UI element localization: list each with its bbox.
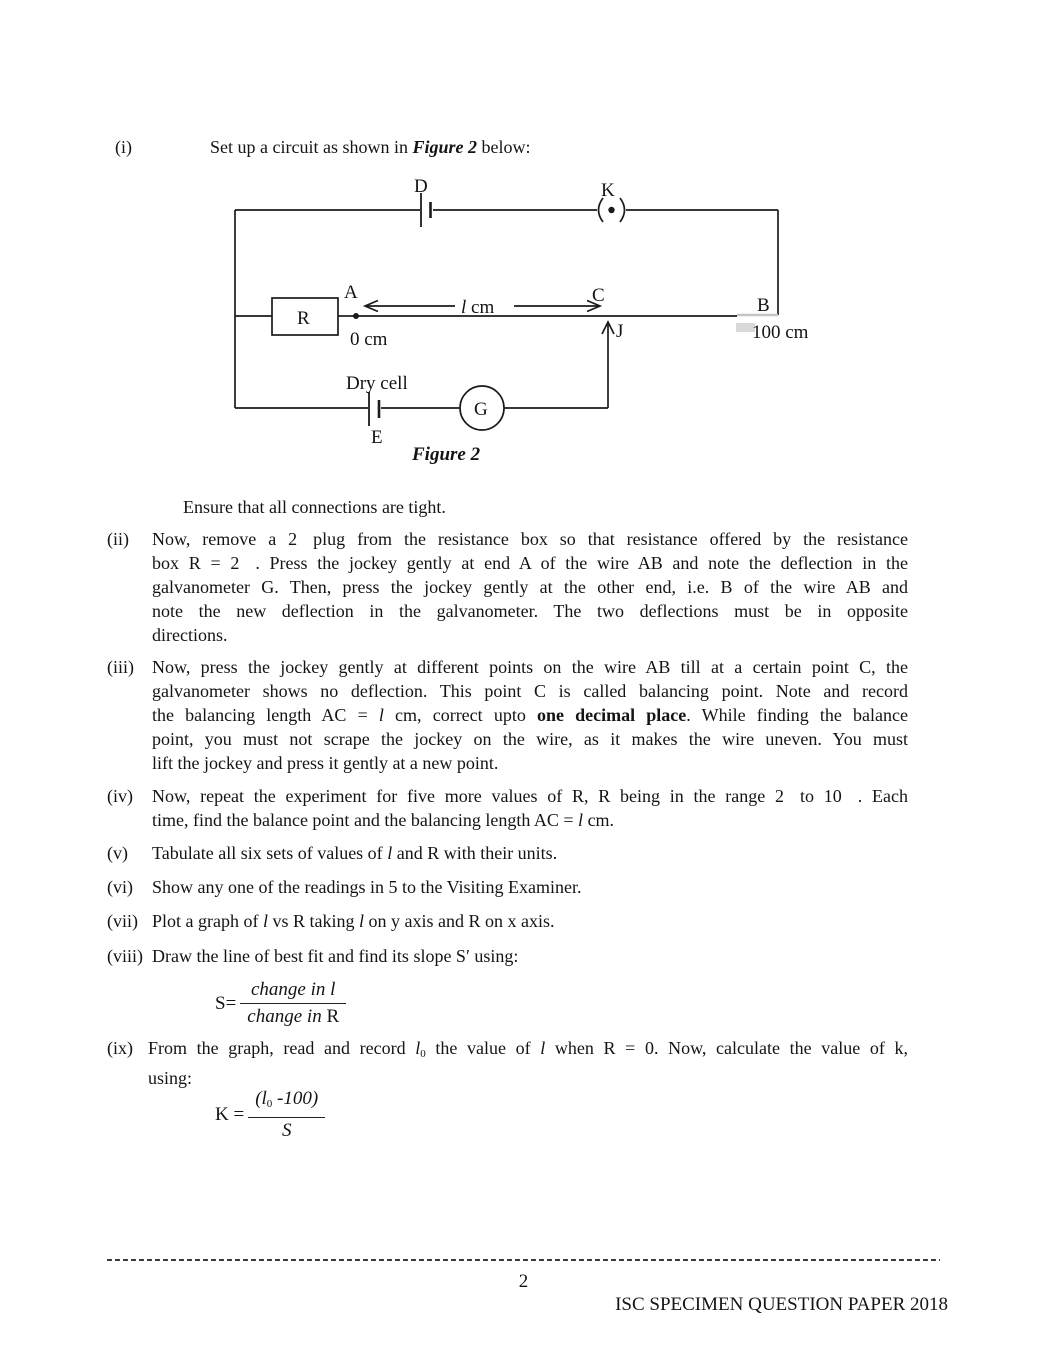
- text-line: Tabulate all six sets of values of l and…: [152, 843, 558, 863]
- text-line: Now, remove a 2 plug from the resistance…: [152, 529, 908, 549]
- battery-label: D: [414, 176, 428, 197]
- circuit-labels: D K A C B J R G E Dry cell l cm 0 cm 100…: [297, 176, 809, 465]
- item-i-text: Set up a circuit as shown in Figure 2 be…: [210, 137, 531, 157]
- item-iv-marker: (iv): [107, 786, 133, 806]
- text-line: Draw the line of best fit and find its s…: [152, 946, 519, 966]
- key-contact-dot: [608, 206, 615, 214]
- item-i: (i) Set up a circuit as shown in Figure 2…: [115, 135, 915, 159]
- zero-mark-label: 0 cm: [350, 329, 388, 350]
- text-line: note the new deflection in the galvanome…: [152, 601, 908, 621]
- point-c-label: C: [592, 285, 605, 306]
- slope-formula-lhs: S=: [215, 992, 237, 1014]
- scan-smudge: [736, 323, 755, 332]
- key-label: K: [601, 180, 615, 201]
- item-vi-text: Show any one of the readings in 5 to the…: [152, 875, 908, 899]
- k-formula: K = (l0 -100) S: [215, 1088, 326, 1142]
- page-number: 2: [518, 1271, 529, 1292]
- resistance-box: [271, 297, 339, 336]
- galvanometer-circle: [459, 385, 505, 431]
- item-viii: (viii) Draw the line of best fit and fin…: [107, 944, 908, 968]
- jockey-label: J: [616, 321, 623, 342]
- ensure-line: Ensure that all connections are tight.: [183, 497, 446, 517]
- point-b-label: B: [757, 295, 770, 316]
- item-ix-marker: (ix): [107, 1038, 133, 1058]
- galvanometer-label: G: [474, 399, 488, 420]
- point-a-label: A: [344, 282, 358, 303]
- item-iii: (iii) Now, press the jockey gently at di…: [107, 655, 908, 775]
- item-iv: (iv) Now, repeat the experiment for five…: [107, 784, 908, 832]
- figure-caption: Figure 2: [411, 444, 481, 465]
- k-formula-numerator: (l0 -100): [248, 1088, 326, 1118]
- text-line: the balancing length AC = l cm, correct …: [152, 705, 908, 725]
- dry-cell-label: Dry cell: [346, 373, 408, 394]
- key-icon: [597, 197, 604, 223]
- item-viii-text: Draw the line of best fit and find its s…: [152, 944, 908, 968]
- circuit-wires: [234, 193, 779, 431]
- footer-divider: [107, 1259, 940, 1261]
- item-i-marker: (i): [115, 137, 132, 157]
- item-v-text: Tabulate all six sets of values of l and…: [152, 841, 908, 865]
- k-formula-lhs: K =: [215, 1104, 245, 1125]
- circuit-figure: D K A C B J R G E Dry cell l cm 0 cm 100…: [234, 176, 809, 465]
- slope-formula: S= change in l change in R: [215, 979, 347, 1028]
- k-formula-denominator: S: [281, 1120, 292, 1141]
- text-line: Now, press the jockey gently at differen…: [152, 657, 908, 677]
- text-line: time, find the balance point and the bal…: [152, 810, 615, 830]
- item-v: (v) Tabulate all six sets of values of l…: [107, 841, 908, 865]
- item-vii-marker: (vii): [107, 911, 138, 931]
- text-line: lift the jockey and press it gently at a…: [152, 753, 499, 773]
- slope-formula-numerator: change in l: [240, 979, 347, 1004]
- length-label: l cm: [461, 297, 494, 318]
- slope-formula-fraction: change in l change in R: [240, 979, 347, 1028]
- item-vi: (vi) Show any one of the readings in 5 t…: [107, 875, 908, 899]
- item-ix-text: From the graph, read and record l0 the v…: [148, 1036, 908, 1090]
- cell-terminal-label: E: [371, 427, 383, 448]
- item-v-marker: (v): [107, 843, 128, 863]
- text-line: galvanometer G. Then, press the jockey g…: [152, 577, 908, 597]
- text-line: point, you must not scrape the jockey on…: [152, 729, 908, 749]
- footer-title: ISC SPECIMEN QUESTION PAPER 2018: [615, 1294, 948, 1315]
- text-line: galvanometer shows no deflection. This p…: [152, 681, 908, 701]
- item-iii-text: Now, press the jockey gently at differen…: [152, 655, 908, 775]
- item-ii: (ii) Now, remove a 2 plug from the resis…: [107, 527, 908, 647]
- item-vii-text: Plot a graph of l vs R taking l on y axi…: [152, 909, 908, 933]
- text-line: Plot a graph of l vs R taking l on y axi…: [152, 911, 555, 931]
- k-formula-fraction: (l0 -100) S: [248, 1088, 326, 1142]
- wire-contact-dot: [353, 313, 359, 319]
- hundred-mark-label: 100 cm: [752, 322, 809, 343]
- text-line: Now, repeat the experiment for five more…: [152, 786, 908, 806]
- item-vii: (vii) Plot a graph of l vs R taking l on…: [107, 909, 908, 933]
- item-vi-marker: (vi): [107, 877, 133, 897]
- item-viii-marker: (viii): [107, 946, 143, 966]
- item-iv-text: Now, repeat the experiment for five more…: [152, 784, 908, 832]
- resistance-box-label: R: [297, 308, 310, 329]
- slope-formula-denominator: change in R: [247, 1006, 340, 1027]
- text-line: box R = 2 . Press the jockey gently at e…: [152, 553, 908, 573]
- text-line: directions.: [152, 625, 228, 645]
- item-ii-marker: (ii): [107, 529, 129, 549]
- item-ii-text: Now, remove a 2 plug from the resistance…: [152, 527, 908, 647]
- item-ix: (ix) From the graph, read and record l0 …: [107, 1036, 908, 1090]
- text-line: Show any one of the readings in 5 to the…: [152, 877, 582, 897]
- text-line: using:: [148, 1068, 193, 1088]
- item-iii-marker: (iii): [107, 657, 134, 677]
- text-line: From the graph, read and record l0 the v…: [148, 1038, 908, 1060]
